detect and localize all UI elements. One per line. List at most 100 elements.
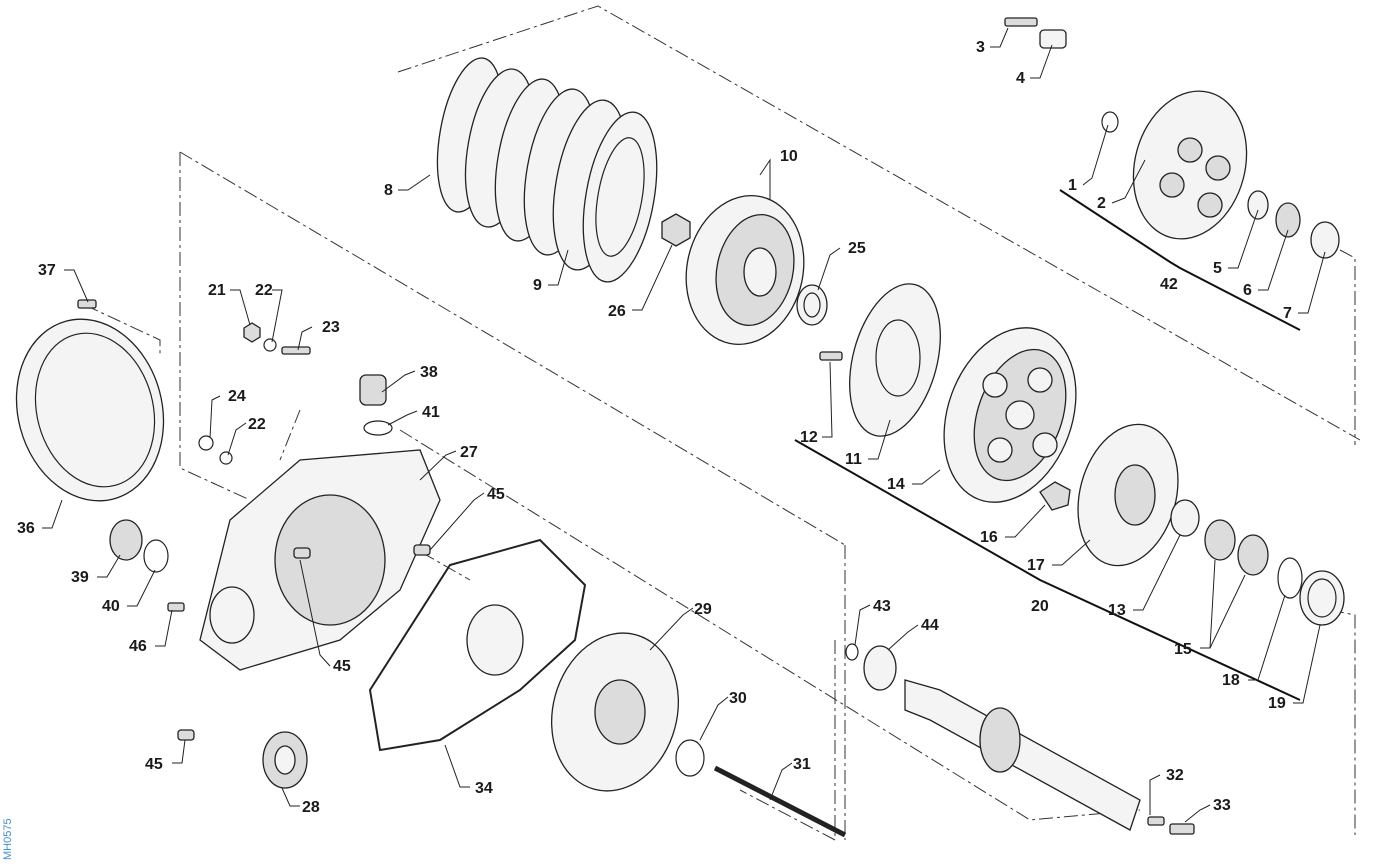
callout-33: 33 [1213,797,1231,814]
callout-6: 6 [1243,282,1252,299]
callout-22: 22 [248,416,266,433]
callout-30: 30 [729,690,747,707]
dowel [293,547,311,559]
callout-38: 38 [420,364,438,381]
group-brackets [794,189,1301,701]
needle-bearing [1237,534,1269,576]
clutch-rod [713,765,847,838]
clutch-nut [661,213,691,247]
callout-37: 37 [38,262,56,279]
o-ring [363,420,393,436]
damper-element [1039,481,1071,511]
callout-26: 26 [608,303,626,320]
callout-3: 3 [976,39,985,56]
part-drawings [15,17,1345,838]
cover-gasket [368,538,587,752]
callout-28: 28 [302,799,320,816]
callout-39: 39 [71,569,89,586]
screw [77,299,97,309]
screw [819,351,843,361]
thrust-bearing [1275,202,1301,238]
callout-18: 18 [1222,672,1240,689]
clutch-outer-housing [685,195,805,345]
spring [1039,29,1067,49]
clutch-plates-stack [436,57,658,283]
callout-2: 2 [1097,195,1106,212]
callout-15: 15 [1174,641,1192,658]
small-circlip [1101,111,1119,133]
circlip [845,643,859,661]
callout-17: 17 [1027,557,1045,574]
callout-13: 13 [1108,602,1126,619]
callout-23: 23 [322,319,340,336]
callout-4: 4 [1016,70,1025,87]
clutch-side-cover [199,449,441,671]
callout-46: 46 [129,638,147,655]
callout-41: 41 [422,404,440,421]
callout-27: 27 [460,444,478,461]
callout-29: 29 [694,601,712,618]
pressure-plate-spring [849,283,941,437]
callout-45: 45 [333,658,351,675]
screw [167,602,185,612]
nut [243,322,261,343]
pin [1147,816,1165,826]
callout-12: 12 [800,429,818,446]
callout-34: 34 [475,780,493,797]
filler-plug [359,374,387,406]
screw [1169,823,1195,835]
callout-5: 5 [1213,260,1222,277]
callout-45: 45 [145,756,163,773]
clutch-inner-hub [943,327,1077,503]
leader-lines [42,27,1326,823]
bolt [1004,17,1038,27]
o-ring [143,539,169,573]
dowel [177,729,195,741]
callout-10: 10 [780,148,798,165]
nut [198,435,214,451]
callout-16: 16 [980,529,998,546]
callout-20: 20 [1031,598,1049,615]
thrust-washer [796,284,828,326]
callout-32: 32 [1166,767,1184,784]
circlip [675,739,705,777]
dowel [413,544,431,556]
mushroom-pin [1310,221,1340,259]
callout-7: 7 [1283,305,1292,322]
callout-24: 24 [228,388,246,405]
assembly-axis-lines [84,5,1361,841]
callout-36: 36 [17,520,35,537]
drawing-code-label: MH0575 [2,818,14,860]
bushing [1299,570,1345,626]
needle-bearing [1204,519,1236,561]
callout-19: 19 [1268,695,1286,712]
callout-8: 8 [384,182,393,199]
clutch-cover-ring [15,318,165,502]
driven-gear [550,632,680,792]
callout-44: 44 [921,617,939,634]
oil-seal [109,519,143,561]
callout-11: 11 [845,451,862,468]
callout-22: 22 [255,282,273,299]
stud [281,346,311,355]
callout-14: 14 [887,476,905,493]
callout-43: 43 [873,598,891,615]
washer [219,451,233,465]
pressure-plate-assembly [1132,90,1248,240]
spacer-ring [1170,499,1200,537]
circlip [1277,557,1303,599]
callout-42: 42 [1160,276,1178,293]
callout-labels: 1 2 3 4 5 6 7 8 9 10 11 12 13 14 15 16 1… [17,39,1292,816]
callout-25: 25 [848,240,866,257]
washer [863,645,897,691]
washer [263,338,277,352]
callout-21: 21 [208,282,226,299]
callout-45: 45 [487,486,505,503]
callout-1: 1 [1068,177,1077,194]
washer [1247,190,1269,220]
input-shaft [904,679,1141,831]
callout-9: 9 [533,277,542,294]
callout-31: 31 [793,756,811,773]
callout-40: 40 [102,598,120,615]
